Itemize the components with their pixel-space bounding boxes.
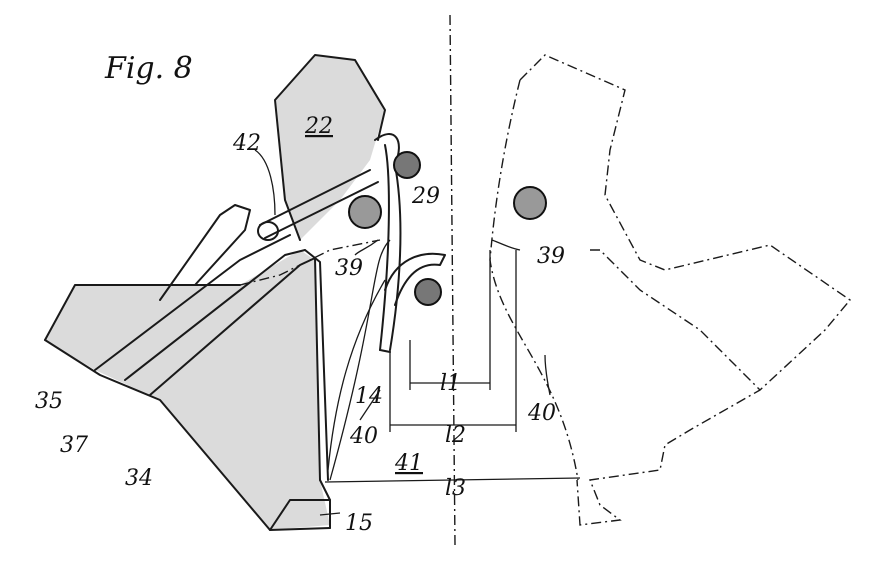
label-29: 29: [411, 184, 440, 209]
cross-section-circles: [348, 151, 547, 306]
label-39-right: 39: [537, 244, 565, 269]
figure-title: Fig. 8: [104, 51, 193, 86]
label-14: 14: [355, 384, 383, 409]
label-34: 34: [125, 466, 153, 491]
leader-lines: [254, 149, 551, 516]
label-40-left: 40: [349, 424, 378, 449]
centerline: [449, 14, 456, 546]
label-15: 15: [345, 511, 373, 536]
label-42: 42: [232, 131, 261, 156]
dimension-l1: l1: [440, 371, 461, 396]
dimension-l2: l2: [445, 423, 466, 448]
label-37: 37: [60, 433, 88, 458]
dimension-l3: l3: [445, 476, 466, 501]
label-40-right: 40: [527, 401, 556, 426]
left-lower-body: [44, 204, 391, 531]
dimension-lines: [324, 250, 581, 483]
label-22: 22: [304, 114, 333, 139]
left-upper-block: [274, 54, 386, 241]
label-35: 35: [35, 389, 63, 414]
label-41: 41: [394, 451, 423, 476]
right-body-outline: [489, 54, 852, 526]
label-39-left: 39: [335, 256, 363, 281]
spring-wire: [257, 133, 446, 353]
